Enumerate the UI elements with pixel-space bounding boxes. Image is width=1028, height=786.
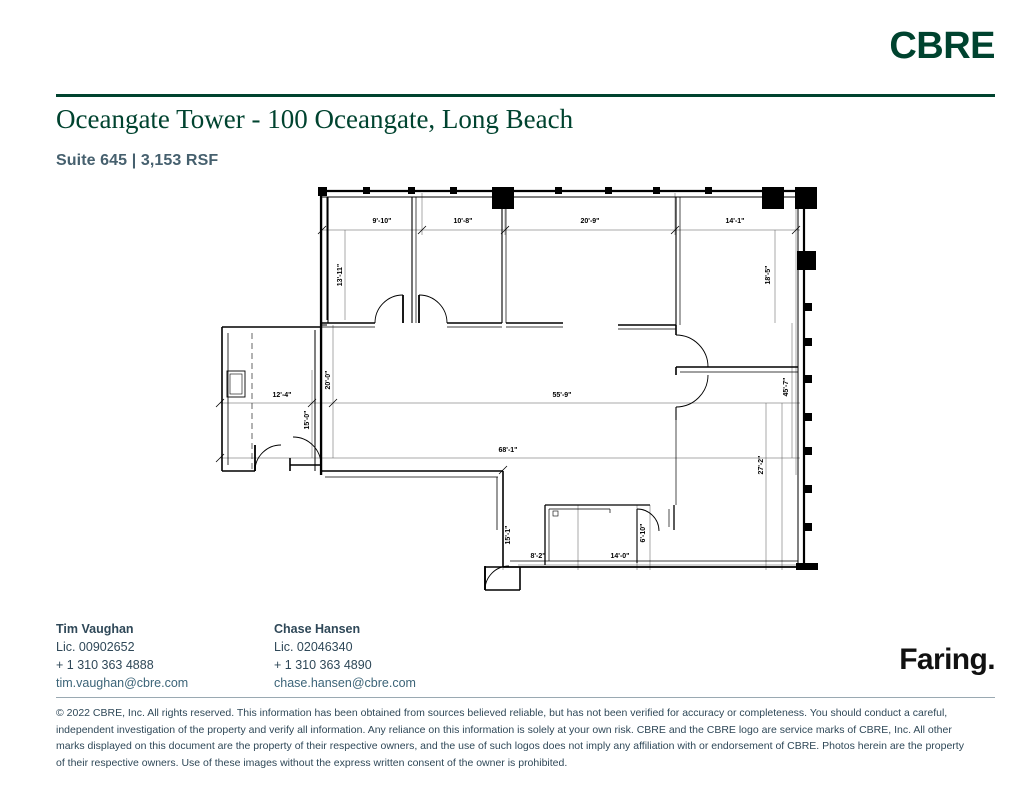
page-title: Oceangate Tower - 100 Oceangate, Long Be… [56, 104, 574, 134]
plan-fixtures [226, 333, 559, 517]
dimension-lines [220, 193, 800, 570]
door-swings [254, 294, 709, 591]
faring-logo: Faring. [899, 643, 995, 676]
contact-name: Chase Hansen [274, 622, 361, 636]
dim-label: 12'-4" [273, 392, 292, 399]
suite-subtitle: Suite 645 | 3,153 RSF [56, 152, 219, 169]
cbre-logo: CBRE [889, 25, 995, 67]
dim-label: 14'-0" [611, 553, 630, 560]
floor-plan-drawing: 9'-10" 10'-8" 20'-9" 14'-1" 13'-11" 18'-… [215, 187, 818, 591]
legal-disclaimer: © 2022 CBRE, Inc. All rights reserved. T… [56, 707, 964, 769]
dim-label: 45'-7" [783, 378, 790, 397]
exterior-walls [221, 189, 817, 591]
contact-phone: + 1 310 363 4890 [274, 658, 372, 672]
contact-license: Lic. 02046340 [274, 640, 353, 654]
contact-email-link[interactable]: chase.hansen@cbre.com [274, 676, 416, 690]
dim-label: 15'-0" [304, 411, 311, 430]
contact-name: Tim Vaughan [56, 622, 134, 636]
dim-label: 6'-10" [640, 524, 647, 543]
contact-email-link[interactable]: tim.vaughan@cbre.com [56, 676, 189, 690]
contact-list: Tim Vaughan Lic. 00902652 + 1 310 363 48… [56, 620, 576, 692]
window-mullions [796, 251, 818, 570]
dim-label: 18'-5" [765, 266, 772, 285]
footer-divider [56, 697, 995, 698]
dim-label: 20'-9" [581, 218, 600, 225]
dim-label: 14'-1" [726, 218, 745, 225]
dim-label: 15'-1" [505, 526, 512, 545]
header-divider [56, 94, 995, 97]
dim-label: 55'-9" [553, 392, 572, 399]
floor-plan: 9'-10" 10'-8" 20'-9" 14'-1" 13'-11" 18'-… [200, 175, 830, 615]
contact-card: Chase Hansen Lic. 02046340 + 1 310 363 4… [274, 620, 492, 692]
dim-label: 8'-2" [530, 553, 545, 560]
dimension-ticks [215, 225, 801, 475]
interior-partitions [322, 197, 798, 565]
dimension-labels: 9'-10" 10'-8" 20'-9" 14'-1" 13'-11" 18'-… [273, 218, 791, 560]
dim-label: 68'-1" [499, 447, 518, 454]
contact-phone: + 1 310 363 4888 [56, 658, 154, 672]
dim-label: 20'-0" [325, 371, 332, 390]
contact-license: Lic. 00902652 [56, 640, 135, 654]
dim-label: 27'-2" [758, 456, 765, 475]
dim-label: 13'-11" [337, 264, 344, 287]
dim-label: 10'-8" [454, 218, 473, 225]
contact-card: Tim Vaughan Lic. 00902652 + 1 310 363 48… [56, 620, 274, 692]
dim-label: 9'-10" [373, 218, 392, 225]
